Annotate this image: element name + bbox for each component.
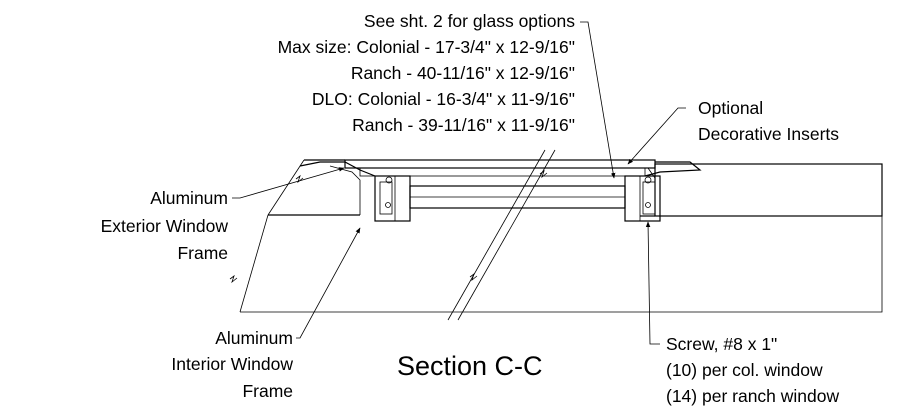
- decorative-inserts-line1: Optional: [698, 98, 763, 118]
- door-section: [239, 159, 883, 313]
- exterior-frame-line1: Aluminum: [150, 188, 228, 208]
- dlo-ranch-note: Ranch - 39-11/16" x 11-9/16": [352, 115, 575, 135]
- leader-lines: [232, 21, 686, 345]
- decorative-inserts-line2: Decorative Inserts: [698, 124, 839, 144]
- dlo-colonial-note: DLO: Colonial - 16-3/4" x 11-9/16": [312, 89, 575, 109]
- max-size-colonial-note: Max size: Colonial - 17-3/4" x 12-9/16": [278, 37, 575, 57]
- exterior-frame-line2: Exterior Window: [101, 216, 229, 236]
- max-size-ranch-note: Ranch - 40-11/16" x 12-9/16": [351, 63, 575, 83]
- break-marks: [229, 169, 548, 284]
- screw-note-line2: (10) per col. window: [666, 360, 823, 380]
- cut-lines: [447, 149, 556, 321]
- interior-frame-line3: Frame: [242, 381, 293, 401]
- interior-frame-line1: Aluminum: [215, 328, 293, 348]
- interior-frame-line2: Interior Window: [171, 354, 293, 374]
- screw-note-line1: Screw, #8 x 1": [666, 334, 777, 354]
- glass-options-note: See sht. 2 for glass options: [364, 11, 575, 31]
- screw-note-line3: (14) per ranch window: [666, 386, 839, 406]
- section-title: Section C-C: [397, 351, 543, 381]
- exterior-frame-line3: Frame: [177, 243, 228, 263]
